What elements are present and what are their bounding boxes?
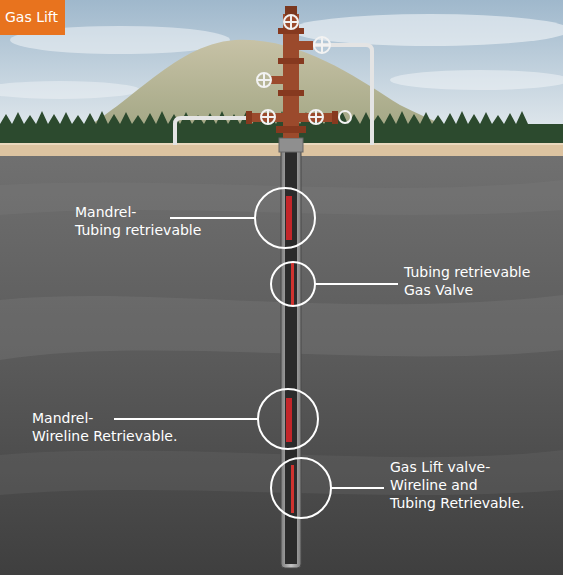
flow-pipe <box>312 45 372 145</box>
valve-wheel <box>261 110 275 124</box>
well-casing <box>281 148 301 568</box>
callout-label: Mandrel- Wireline Retrievable. <box>32 409 177 445</box>
valve-wheel <box>314 37 330 53</box>
valve-wheel <box>257 73 271 87</box>
callout-label: Tubing retrievable Gas Valve <box>404 263 530 299</box>
wellhead-flange <box>246 111 252 124</box>
cloud <box>0 81 140 99</box>
valve-wheel <box>309 110 323 124</box>
valve-wheel <box>339 111 351 123</box>
diagram-title: Gas Lift <box>0 0 65 35</box>
label-line: Gas Lift valve- <box>390 458 524 476</box>
valve-wheel <box>284 15 298 29</box>
valve-wheel <box>257 73 271 87</box>
leader-line <box>114 418 258 420</box>
wellhead-flange <box>278 90 304 96</box>
valve-wheel <box>309 110 323 124</box>
cloud <box>390 70 563 90</box>
wellhead-flange <box>278 58 304 64</box>
wellhead <box>246 6 338 152</box>
callout-circle <box>255 188 331 518</box>
wellhead-flange <box>276 126 306 133</box>
leader-line <box>170 217 255 219</box>
valve-wheel <box>314 37 330 53</box>
ground <box>0 143 563 575</box>
label-line: Wireline and <box>390 476 524 494</box>
gas-valve <box>291 262 294 306</box>
leader-line <box>331 487 384 489</box>
gas-valve <box>291 262 294 513</box>
label-line: Tubing Retrievable. <box>390 494 524 512</box>
label-line: Tubing retrievable <box>75 221 201 239</box>
mandrel <box>286 196 292 442</box>
label-line: Gas Valve <box>404 281 530 299</box>
cloud <box>290 14 563 46</box>
callout-circle <box>271 458 331 518</box>
gas-valve <box>291 465 294 513</box>
label-line: Mandrel- <box>32 409 177 427</box>
mandrel <box>286 398 292 442</box>
wellhead-base <box>279 138 303 152</box>
callout-circle <box>258 389 318 449</box>
flow-pipe <box>175 118 255 145</box>
leader-line <box>114 218 398 488</box>
callout-circle <box>271 262 315 306</box>
leader-line <box>315 283 398 285</box>
label-line: Mandrel- <box>75 203 201 221</box>
callout-label: Mandrel- Tubing retrievable <box>75 203 201 239</box>
label-line: Wireline Retrievable. <box>32 427 177 445</box>
valve-wheel <box>261 110 275 124</box>
label-line: Tubing retrievable <box>404 263 530 281</box>
wellhead-arm <box>299 41 313 50</box>
callout-label: Gas Lift valve- Wireline and Tubing Retr… <box>390 458 524 512</box>
well-casing <box>281 148 301 568</box>
valve-wheel <box>284 15 298 29</box>
callout-circle <box>255 188 315 248</box>
wellhead-flange <box>332 111 338 124</box>
tubing <box>285 150 297 564</box>
sky <box>0 0 563 150</box>
mandrel <box>286 196 292 240</box>
valve-wheel <box>257 15 351 124</box>
flow-pipe <box>175 45 372 145</box>
